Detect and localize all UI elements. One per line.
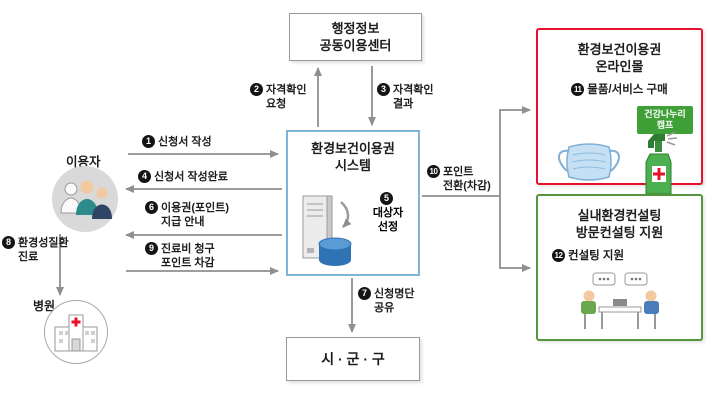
flow-3-number: 3 xyxy=(377,83,390,96)
flow-10-text-1: 포인트 xyxy=(443,166,474,178)
flow-9-text-1: 진료비 청구 xyxy=(161,243,215,255)
flow-11-number: 11 xyxy=(571,83,585,96)
sigungu-node: 시 · 군 · 구 xyxy=(286,337,420,381)
flow-2-number: 2 xyxy=(250,83,263,96)
online-mall-title-line1: 환경보건이용권 xyxy=(577,42,662,57)
consulting-title: 실내환경컨설팅 방문컨설팅 지원 xyxy=(538,207,701,241)
flow-9-text-2: 포인트 차감 xyxy=(161,257,215,269)
flow-5-text-2: 선정 xyxy=(377,221,399,233)
flow-8-number: 8 xyxy=(2,236,15,249)
system-title-line2: 시스템 xyxy=(335,158,371,173)
flow-3-text-1: 자격확인 xyxy=(393,84,434,96)
flow-6-number: 6 xyxy=(145,201,158,214)
user-label: 이용자 xyxy=(66,155,101,169)
flow-7-text-1: 신청명단 xyxy=(374,288,415,300)
user-node xyxy=(52,166,118,232)
system-title-line1: 환경보건이용권 xyxy=(311,141,395,156)
consulting-title-line1: 실내환경컨설팅 xyxy=(577,208,662,223)
face-mask-icon xyxy=(558,143,620,181)
flow-12-text: 컨설팅 지원 xyxy=(568,250,625,262)
admin-center-title-line1: 행정정보 xyxy=(331,21,380,36)
arrow-10-to-consult xyxy=(499,196,531,272)
three-people-icon xyxy=(60,180,112,219)
flow-11-text: 물품/서비스 구매 xyxy=(587,84,668,96)
flow-12-number: 12 xyxy=(552,249,565,262)
flow-2-text-1: 자격확인 xyxy=(266,84,307,96)
admin-center-title: 행정정보 공동이용센터 xyxy=(320,20,392,54)
flow-1-text: 신청서 작성 xyxy=(158,136,212,148)
flow-5-label: 5 대상자 선정 xyxy=(360,192,416,234)
health-camp-badge-line1: 건강나누리 xyxy=(644,109,686,119)
system-title: 환경보건이용권 시스템 xyxy=(288,140,418,174)
sigungu-label: 시 · 군 · 구 xyxy=(321,350,385,367)
flow-7-number: 7 xyxy=(358,287,371,300)
flow-3-text-2: 결과 xyxy=(393,98,414,110)
flow-9-number: 9 xyxy=(145,242,158,255)
online-mall-title-line2: 온라인몰 xyxy=(595,59,644,74)
admin-center-node: 행정정보 공동이용센터 xyxy=(289,13,422,61)
system-node: 환경보건이용권 시스템 5 대상자 선정 xyxy=(286,130,420,276)
flow-10-number: 10 xyxy=(427,165,440,178)
spray-bottle-icon xyxy=(645,131,678,195)
hospital-building-icon xyxy=(54,314,98,352)
online-mall-title: 환경보건이용권 온라인몰 xyxy=(538,41,701,75)
hospital-node xyxy=(44,300,108,364)
flow-4-text: 신청서 작성완료 xyxy=(154,171,228,183)
flow-5-text-1: 대상자 xyxy=(372,207,404,219)
flow-4-number: 4 xyxy=(138,170,151,183)
health-camp-badge-line2: 캠프 xyxy=(656,120,674,130)
flow-8-text-1: 환경성질환 xyxy=(18,237,69,249)
flow-6-text-1: 이용권(포인트) xyxy=(161,202,230,214)
arrow-10-to-mall xyxy=(422,106,531,197)
flow-8-text-2: 진료 xyxy=(18,251,39,263)
flow-1-number: 1 xyxy=(142,135,155,148)
admin-center-title-line2: 공동이용센터 xyxy=(319,38,392,53)
flow-10-text-2: 전환(차감) xyxy=(443,180,491,192)
people-consulting-icon xyxy=(580,272,659,329)
flow-6-text-2: 지급 안내 xyxy=(161,216,205,228)
server-database-icon xyxy=(302,195,352,266)
health-camp-badge: 건강나누리 캠프 xyxy=(637,106,693,134)
flow-7-text-2: 공유 xyxy=(374,302,395,314)
consulting-title-line2: 방문컨설팅 지원 xyxy=(575,225,664,240)
flow-2-text-2: 요청 xyxy=(266,98,287,110)
hospital-label: 병원 xyxy=(33,299,56,313)
flow-5-number: 5 xyxy=(380,192,393,205)
